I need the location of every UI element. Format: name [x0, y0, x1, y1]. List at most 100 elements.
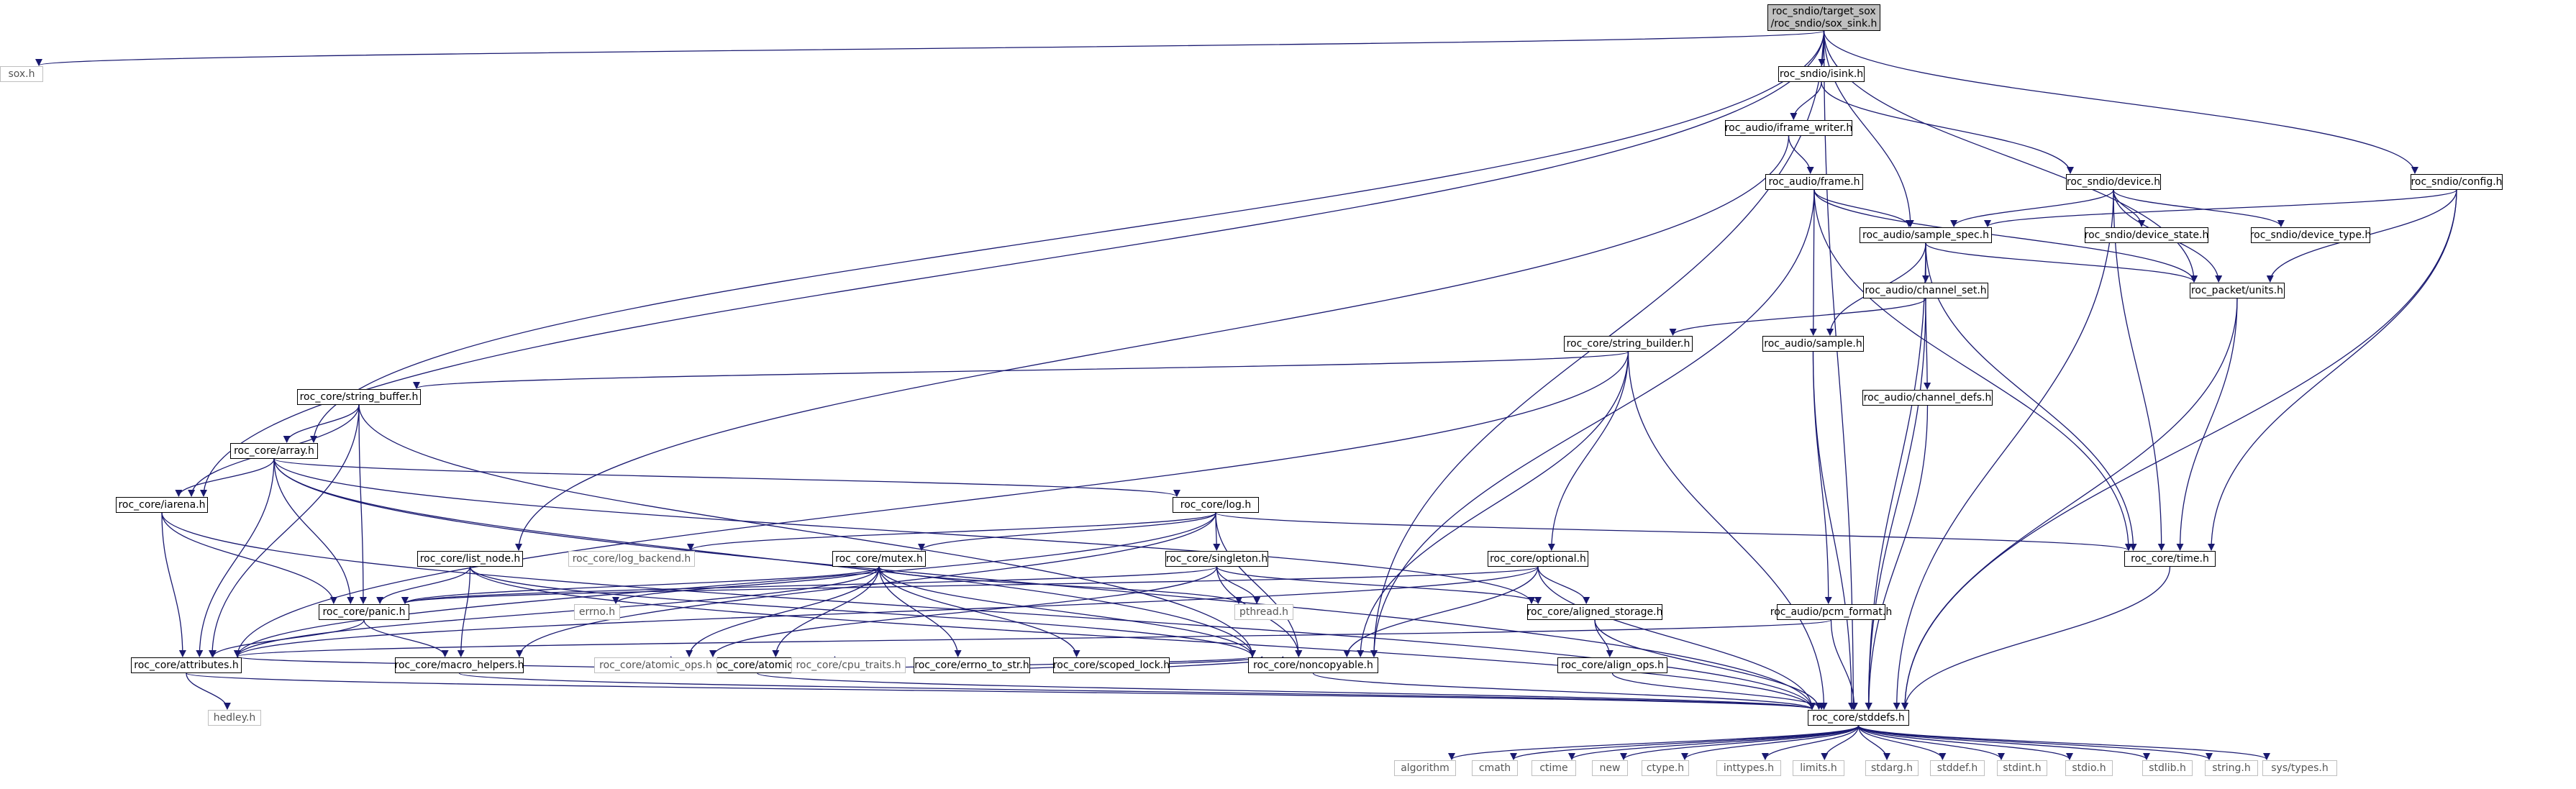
edge-root-to-iarena — [200, 30, 1825, 497]
node-iarena[interactable]: roc_core/iarena.h — [116, 497, 208, 513]
edge-stddefs-to-stdarg — [1857, 725, 1891, 760]
edge-attributes-to-stddefs — [186, 672, 1816, 710]
node-string-builder[interactable]: roc_core/string_builder.h — [1564, 336, 1693, 352]
root-path-line-1: roc_sndio/target_sox — [1772, 5, 1876, 17]
node-string: string.h — [2205, 760, 2258, 776]
edge-singleton-to-atomic-ops — [709, 566, 1218, 657]
edge-channel-set-to-stddefs — [1865, 298, 1926, 710]
edge-singleton-to-aligned-storage — [1216, 566, 1542, 604]
node-device-state[interactable]: roc_sndio/device_state.h — [2085, 227, 2208, 243]
edge-root-to-units — [1823, 30, 2198, 283]
edge-stddefs-to-algorithm — [1448, 725, 1860, 760]
edge-mutex-to-atomic — [772, 566, 880, 657]
edge-string-buffer-to-attributes — [209, 404, 360, 657]
edge-list-node-to-macro-helpers — [457, 566, 471, 657]
node-isink[interactable]: roc_sndio/isink.h — [1778, 66, 1865, 82]
node-pcm-format[interactable]: roc_audio/pcm_format.h — [1770, 604, 1892, 620]
edge-frame-to-sample — [1809, 189, 1817, 336]
edge-device-to-device-type — [2113, 189, 2285, 227]
edge-stddefs-to-cmath — [1510, 725, 1860, 760]
edge-stddefs-to-inttypes — [1761, 725, 1860, 760]
edge-string-builder-to-string-buffer — [413, 351, 1629, 389]
node-time[interactable]: roc_core/time.h — [2124, 551, 2216, 567]
node-hedley: hedley.h — [208, 710, 261, 726]
node-device-type[interactable]: roc_sndio/device_type.h — [2250, 227, 2371, 243]
node-optional[interactable]: roc_core/optional.h — [1488, 551, 1588, 567]
node-sox: sox.h — [0, 66, 43, 82]
edge-optional-to-panic — [401, 566, 1539, 604]
edge-isink-to-device — [1821, 81, 2074, 174]
edge-root-to-config — [1823, 30, 2418, 174]
node-attributes[interactable]: roc_core/attributes.h — [131, 657, 242, 673]
node-array[interactable]: roc_core/array.h — [230, 443, 318, 459]
edge-log-to-noncopyable — [1215, 512, 1303, 657]
node-scoped-lock[interactable]: roc_core/scoped_lock.h — [1053, 657, 1170, 673]
node-channel-defs[interactable]: roc_audio/channel_defs.h — [1862, 390, 1993, 406]
node-sample[interactable]: roc_audio/sample.h — [1762, 336, 1864, 352]
node-cpu-traits: roc_core/cpu_traits.h — [791, 657, 906, 673]
node-errno-to-str[interactable]: roc_core/errno_to_str.h — [914, 657, 1030, 673]
node-ctype: ctype.h — [1642, 760, 1689, 776]
edge-root-to-sox — [36, 30, 1825, 66]
edge-aligned-storage-to-stddefs — [1594, 619, 1823, 710]
node-inttypes: inttypes.h — [1716, 760, 1781, 776]
node-log[interactable]: roc_core/log.h — [1173, 497, 1259, 513]
edge-macro-helpers-to-stddefs — [458, 672, 1816, 710]
edge-attributes-to-hedley — [186, 672, 231, 710]
edge-units-to-time — [2176, 298, 2238, 551]
node-errno: errno.h — [574, 604, 620, 620]
edge-frame-to-time — [1813, 189, 2132, 551]
edge-config-to-stddefs — [1901, 189, 2457, 710]
node-string-buffer[interactable]: roc_core/string_buffer.h — [297, 389, 421, 405]
node-frame[interactable]: roc_audio/frame.h — [1765, 174, 1863, 190]
node-units[interactable]: roc_packet/units.h — [2190, 283, 2285, 298]
node-singleton[interactable]: roc_core/singleton.h — [1165, 551, 1268, 567]
node-atomic[interactable]: roc_core/atomic.h — [713, 657, 802, 673]
edge-channel-set-to-string-builder — [1669, 298, 1926, 336]
edge-sample-spec-to-units — [1925, 242, 2198, 283]
node-limits: limits.h — [1793, 760, 1844, 776]
node-list-node[interactable]: roc_core/list_node.h — [417, 551, 523, 567]
edge-log-to-macro-helpers — [516, 512, 1216, 657]
edge-stddefs-to-ctime — [1568, 725, 1860, 760]
node-channel-set[interactable]: roc_audio/channel_set.h — [1863, 283, 1988, 298]
node-systypes: sys/types.h — [2262, 760, 2337, 776]
edge-iarena-to-panic — [161, 512, 337, 604]
node-sample-spec[interactable]: roc_audio/sample_spec.h — [1860, 227, 1992, 243]
node-cmath: cmath — [1472, 760, 1518, 776]
edge-array-to-aligned-storage — [273, 458, 1535, 604]
node-noncopyable[interactable]: roc_core/noncopyable.h — [1248, 657, 1378, 673]
edge-singleton-to-pthread — [1216, 566, 1261, 604]
edge-mutex-to-scoped-lock — [878, 566, 1080, 657]
edge-optional-to-noncopyable — [1343, 566, 1539, 657]
node-mutex[interactable]: roc_core/mutex.h — [832, 551, 926, 567]
node-align-ops[interactable]: roc_core/align_ops.h — [1557, 657, 1667, 673]
edge-aligned-storage-to-align-ops — [1594, 619, 1614, 657]
edge-config-to-time — [2208, 189, 2457, 551]
edge-frame-to-noncopyable — [1370, 189, 1815, 657]
node-atomic-ops: roc_core/atomic_ops.h — [594, 657, 717, 673]
edge-mutex-to-panic — [401, 566, 880, 604]
edge-array-to-attributes — [196, 458, 275, 657]
edge-config-to-sample-spec — [1984, 189, 2457, 227]
node-algorithm: algorithm — [1394, 760, 1456, 776]
node-stddefs[interactable]: roc_core/stddefs.h — [1808, 710, 1909, 726]
node-stddef: stddef.h — [1930, 760, 1985, 776]
node-config[interactable]: roc_sndio/config.h — [2411, 174, 2503, 190]
edge-device-to-stddefs — [1893, 189, 2114, 710]
edge-optional-to-stddefs — [1537, 566, 1816, 710]
edge-iframe-writer-to-frame — [1788, 135, 1814, 174]
node-iframe-writer[interactable]: roc_audio/iframe_writer.h — [1725, 120, 1852, 136]
edge-log-to-attributes — [234, 512, 1216, 657]
node-device[interactable]: roc_sndio/device.h — [2066, 174, 2161, 190]
node-panic[interactable]: roc_core/panic.h — [319, 604, 409, 620]
node-aligned-storage[interactable]: roc_core/aligned_storage.h — [1527, 604, 1662, 620]
edge-mutex-to-pthread — [878, 566, 1242, 604]
edge-string-buffer-to-array — [283, 404, 360, 443]
edge-root-to-array — [310, 30, 1825, 443]
edge-mutex-to-errno — [612, 566, 880, 604]
node-macro-helpers[interactable]: roc_core/macro_helpers.h — [395, 657, 524, 673]
edge-device-to-sample-spec — [1950, 189, 2114, 227]
edge-singleton-to-panic — [401, 566, 1218, 604]
